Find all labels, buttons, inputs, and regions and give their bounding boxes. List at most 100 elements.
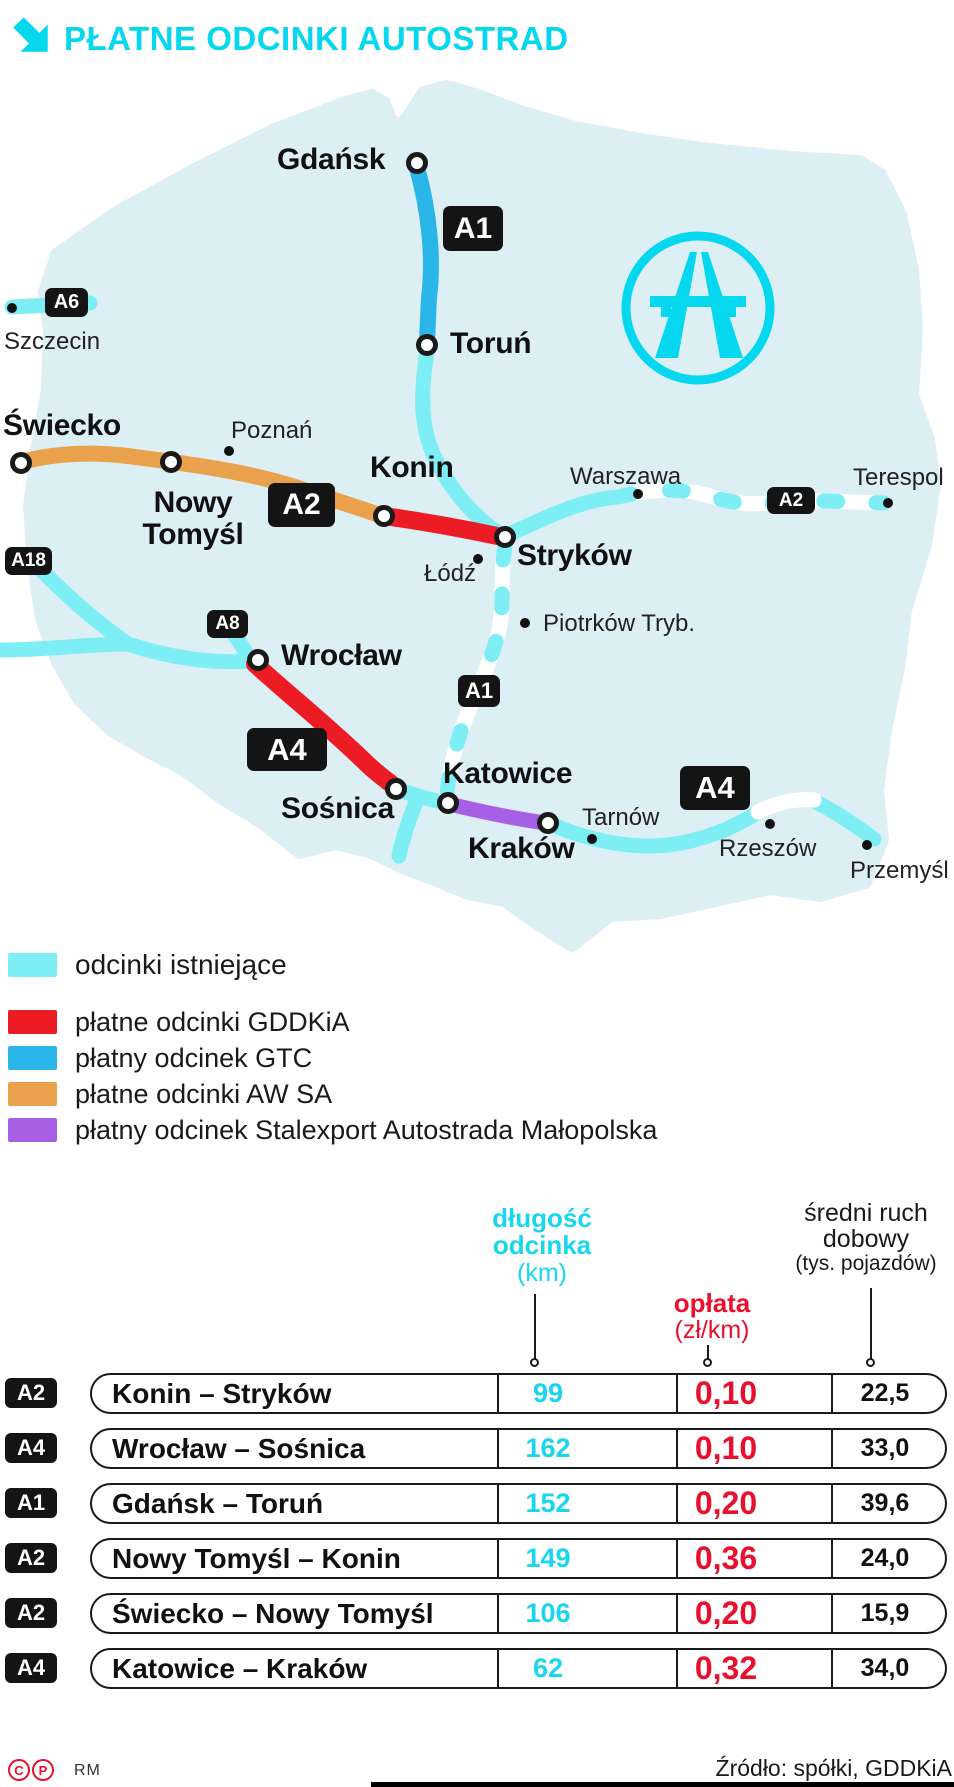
city-dots <box>7 303 893 850</box>
row-toll: 0,20 <box>694 1595 758 1631</box>
legend-swatch-4 <box>8 1118 57 1142</box>
marker-nowy-tomysl <box>160 451 182 473</box>
row-route: Świecko – Nowy Tomyśl <box>112 1597 434 1629</box>
table-row: A4 Katowice – Kraków 62 0,32 34,0 <box>0 1648 954 1689</box>
map-label-szczecin: Szczecin <box>4 328 101 355</box>
copyright-icon: C <box>8 1759 30 1781</box>
road-gddkia-wroclaw-sosnica <box>246 655 404 796</box>
legend-swatch-3 <box>8 1082 57 1106</box>
row-length: 62 <box>532 1653 564 1683</box>
row-traffic: 22,5 <box>860 1379 910 1407</box>
marker-swiecko <box>10 452 32 474</box>
row-badge: A1 <box>5 1488 57 1518</box>
row-traffic: 39,6 <box>860 1489 910 1517</box>
col-length-title: długość odcinka <box>492 1203 592 1261</box>
row-pill <box>90 1648 947 1689</box>
badge-a4-east: A4 <box>680 766 750 810</box>
badge-a6: A6 <box>45 288 88 317</box>
table-row: A2 Świecko – Nowy Tomyśl 106 0,20 15,9 <box>0 1593 954 1634</box>
row-route: Katowice – Kraków <box>112 1652 368 1684</box>
row-length: 99 <box>532 1378 564 1408</box>
row-toll: 0,32 <box>694 1650 758 1686</box>
row-length: 152 <box>525 1488 571 1518</box>
legend-label: odcinki istniejące <box>75 949 287 980</box>
col-traffic-header: średni ruch dobowy (tys. pojazdów) <box>777 1200 954 1275</box>
col-length-unit: (km) <box>517 1258 567 1287</box>
map-label-sosnica: Sośnica <box>281 792 394 825</box>
badge-a2-west: A2 <box>268 483 335 527</box>
map-label-torun: Toruń <box>450 327 532 360</box>
map-label-katowice: Katowice <box>443 757 573 790</box>
legend-swatch-0 <box>8 953 57 977</box>
roads-gddkia <box>246 507 511 796</box>
map-label-poznan: Poznań <box>231 417 313 444</box>
badge-a8: A8 <box>207 610 248 638</box>
map-label-warszawa: Warszawa <box>570 463 682 490</box>
map-label-strykow: Stryków <box>517 539 632 572</box>
row-pill <box>90 1538 947 1579</box>
col-toll-title: opłata <box>673 1288 751 1318</box>
road-gddkia-konin-strykow <box>375 507 511 546</box>
legend-label: płatne odcinki GDDKiA <box>75 1006 350 1037</box>
page-title: PŁATNE ODCINKI AUTOSTRAD <box>64 20 569 57</box>
footer-credit: RM <box>74 1762 101 1779</box>
road-stalexport-katowice-krakow <box>441 796 554 831</box>
row-length: 149 <box>525 1543 571 1573</box>
row-pill <box>90 1593 947 1634</box>
bottom-bar <box>371 1782 954 1787</box>
legend-item: płatny odcinek GTC <box>8 1043 312 1073</box>
map-label-piotrkow: Piotrków Tryb. <box>543 610 696 637</box>
road-awsa-swiecko-konin <box>13 445 390 524</box>
col-length-header: długość odcinka (km) <box>462 1203 622 1287</box>
connector-traffic <box>870 1288 872 1360</box>
legend-item: płatne odcinki GDDKiA <box>8 1006 350 1037</box>
marker-krakow <box>537 812 559 834</box>
marker-torun <box>416 334 438 356</box>
connector-dot-length <box>530 1358 539 1367</box>
badge-a1-north: A1 <box>443 206 503 251</box>
dot-szczecin <box>7 303 17 313</box>
footer-source: Źródło: spółki, GDDKiA <box>715 1755 952 1781</box>
dot-przemysl <box>862 840 872 850</box>
connector-dot-toll <box>703 1358 712 1367</box>
badge-a2-east: A2 <box>767 487 815 514</box>
map-label-nowy-tomysl: Nowy Tomyśl <box>142 486 244 552</box>
marker-katowice <box>437 792 459 814</box>
map-label-swiecko: Świecko <box>3 409 121 442</box>
dot-rzeszow <box>765 819 775 829</box>
row-traffic: 33,0 <box>860 1434 910 1462</box>
table-row: A2 Konin – Stryków 99 0,10 22,5 <box>0 1373 954 1414</box>
dot-tarnow <box>587 834 597 844</box>
row-badge: A4 <box>5 1433 57 1463</box>
row-badge: A2 <box>5 1543 57 1573</box>
road-gtc-gdansk-torun <box>409 160 439 348</box>
motorway-icon <box>621 231 775 385</box>
col-traffic-title: średni ruch dobowy <box>804 1199 928 1254</box>
map-label-konin: Konin <box>370 451 454 484</box>
dot-terespol <box>883 498 893 508</box>
row-route: Gdańsk – Toruń <box>112 1487 324 1519</box>
map-label-krakow: Kraków <box>468 832 575 865</box>
marker-strykow <box>494 526 516 548</box>
row-toll: 0,36 <box>694 1540 758 1576</box>
row-toll: 0,10 <box>694 1375 758 1411</box>
row-traffic: 24,0 <box>860 1544 910 1572</box>
connector-toll <box>707 1345 709 1360</box>
legend-swatch-1 <box>8 1010 57 1034</box>
row-pill <box>90 1373 947 1414</box>
legend-item: płatne odcinki AW SA <box>8 1079 332 1109</box>
row-length: 162 <box>525 1433 571 1463</box>
row-toll: 0,10 <box>694 1430 758 1466</box>
poland-map <box>0 80 941 952</box>
row-toll: 0,20 <box>694 1485 758 1521</box>
marker-konin <box>373 505 395 527</box>
connector-length <box>534 1294 536 1360</box>
dot-lodz <box>473 554 483 564</box>
dot-poznan <box>224 446 234 456</box>
legend-label: płatny odcinek Stalexport Autostrada Mał… <box>75 1114 658 1145</box>
table-row: A1 Gdańsk – Toruń 152 0,20 39,6 <box>0 1483 954 1524</box>
row-route: Wrocław – Sośnica <box>112 1432 366 1464</box>
row-pill <box>90 1428 947 1469</box>
marker-wroclaw <box>247 649 269 671</box>
dot-warszawa <box>633 489 643 499</box>
